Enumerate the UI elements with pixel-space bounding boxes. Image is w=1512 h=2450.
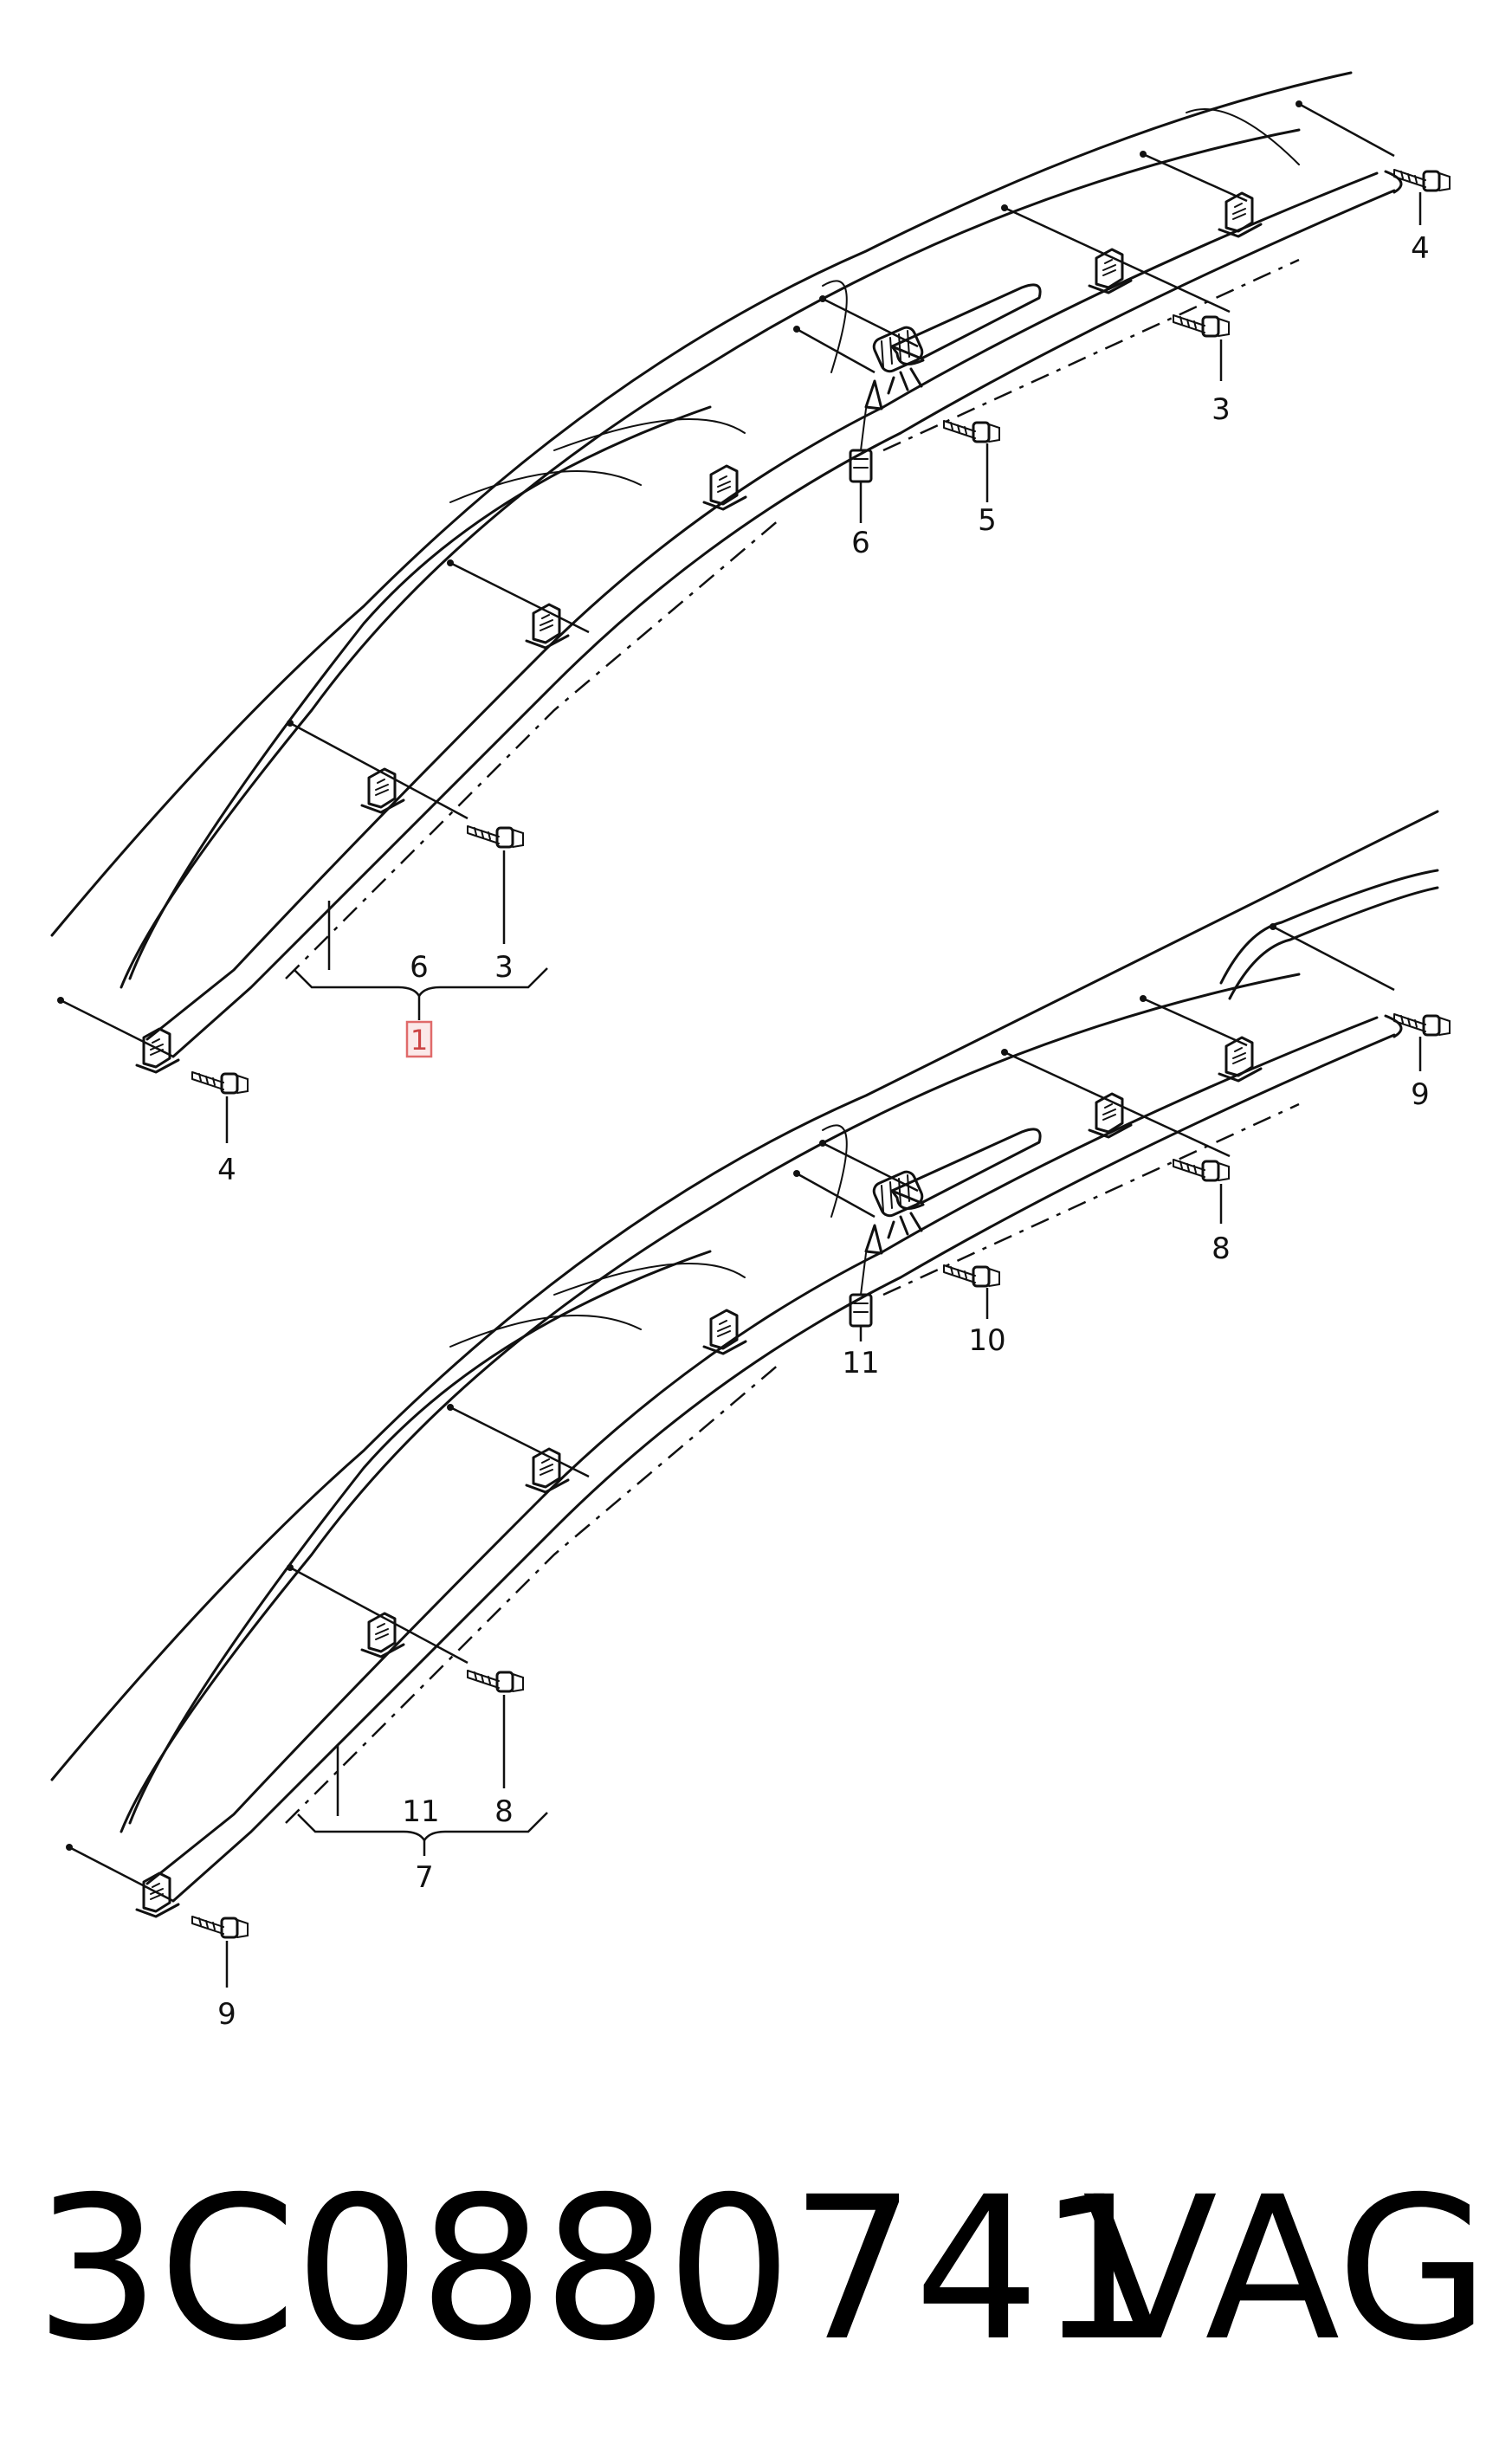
mounting-clip <box>360 767 405 814</box>
callout-11: 11 <box>842 1346 879 1380</box>
callout-8: 8 <box>1212 1231 1231 1266</box>
callout-3: 3 <box>1212 392 1231 427</box>
bolt <box>1172 314 1231 338</box>
mounting-clip <box>360 1612 405 1658</box>
brand-label: VAG <box>1082 2154 1489 2384</box>
bolt <box>1392 168 1451 192</box>
mounting-clip <box>135 1871 180 1918</box>
gas-inflator <box>869 1128 1042 1239</box>
callout-1: 1 <box>410 1024 428 1057</box>
callout-4: 4 <box>217 1153 236 1187</box>
callout-3: 3 <box>494 950 514 985</box>
roof-outline-outer <box>50 71 1353 937</box>
callout-5: 5 <box>978 503 997 538</box>
callout-6: 6 <box>410 950 429 985</box>
part-number: 3C0880741 <box>35 2154 1164 2384</box>
top-assembly: 4 3 5 6 6 3 1 4 <box>50 71 1451 1187</box>
mounting-clip <box>135 1027 180 1074</box>
bolt <box>1172 1158 1231 1182</box>
roof-outline-outer <box>50 810 1439 1781</box>
bolt <box>191 1070 249 1095</box>
highlight-box <box>405 1020 433 1058</box>
callout-8: 8 <box>494 1794 514 1829</box>
bottom-assembly: 9 8 10 11 11 8 7 9 <box>50 810 1451 2032</box>
gas-inflator <box>869 283 1042 395</box>
bolt <box>942 419 1001 443</box>
callout-11: 11 <box>402 1794 439 1829</box>
bolt <box>466 824 525 849</box>
mounting-clip <box>1218 1036 1263 1083</box>
callout-9: 9 <box>217 1997 236 2032</box>
bolt <box>942 1264 1001 1288</box>
bolt <box>191 1915 249 1939</box>
callout-4: 4 <box>1411 231 1430 266</box>
bolt <box>466 1669 525 1693</box>
roof-window-curve <box>128 405 712 980</box>
footer: 3C0880741 VAG <box>35 2148 1489 2390</box>
callout-9: 9 <box>1411 1077 1430 1112</box>
roof-window-curve <box>128 1250 712 1825</box>
bolt <box>1392 1012 1451 1037</box>
mounting-clip <box>702 1309 747 1355</box>
callout-10: 10 <box>968 1323 1005 1358</box>
mounting-clip <box>702 464 747 511</box>
mounting-clip <box>1218 191 1263 238</box>
callout-7: 7 <box>415 1860 434 1895</box>
callout-6: 6 <box>851 526 870 560</box>
